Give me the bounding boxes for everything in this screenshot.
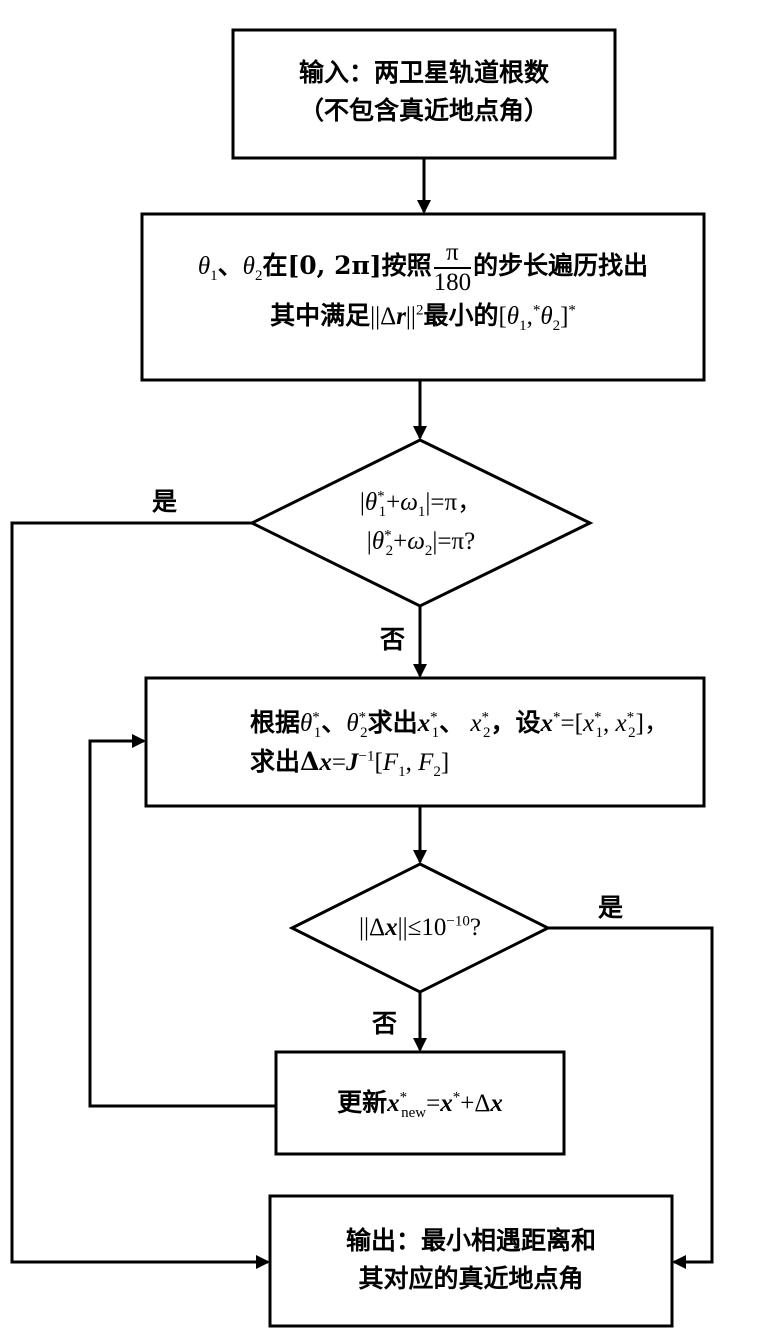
converge-exp: −10	[446, 913, 470, 930]
check-pi-text: |θ*1+ω1|=π， |θ*2+ω2|=π?	[252, 483, 590, 561]
start-text: 输入：两卫星轨道根数 （不包含真近地点角）	[233, 54, 615, 130]
compute-text: 根据θ*1、θ*2求出x*1、 x*2，设x*=[x*1, x*2]， 求出Δx…	[250, 704, 669, 782]
check-pi-rhs2: =π?	[437, 528, 476, 555]
converge-text: ||Δx||≤10−10?	[359, 913, 481, 941]
compute-line1: 根据θ*1、θ*2求出x*1、 x*2，设x*=[x*1, x*2]，	[250, 708, 669, 741]
output-text: 输出：最小相遇距离和 其对应的真近地点角	[270, 1222, 672, 1298]
update-pre: 更新	[337, 1088, 388, 1117]
compute-line2: 求出Δx=J−1[F1, F2]	[250, 747, 450, 780]
start-line1: 输入：两卫星轨道根数	[298, 58, 549, 87]
compute-line1-c: ，设	[490, 708, 541, 737]
search-pre: 在[0, 2π]按照	[262, 251, 432, 280]
output-line2: 其对应的真近地点角	[358, 1264, 584, 1293]
compute-line1-a: 根据	[250, 708, 301, 737]
update-text: 更新x*new=x*+Δx	[337, 1088, 503, 1121]
label-no-check: 否	[380, 625, 406, 654]
update-sub: new	[401, 1105, 427, 1121]
start-line2: （不包含真近地点角）	[298, 96, 549, 125]
update-box	[274, 1050, 566, 1156]
arrow-converge-yes	[548, 926, 714, 1269]
compute-line2-a: 求出Δ	[250, 747, 320, 776]
arrow-check-yes	[10, 521, 270, 1269]
check-pi-rhs1: =π，	[430, 489, 483, 516]
search-line2-mid: 最小的	[423, 301, 499, 330]
frac-numerator: π	[433, 239, 472, 269]
search-line2: 其中满足||Δr||2最小的[θ1,*θ2]*	[270, 301, 576, 334]
search-line2-pre: 其中满足	[270, 301, 371, 330]
search-box	[140, 212, 706, 382]
frac-denominator: 180	[433, 268, 472, 296]
converge-tail: ?	[469, 914, 481, 941]
label-yes-check: 是	[152, 487, 178, 516]
label-yes-converge: 是	[598, 893, 624, 922]
check-pi-line1: |θ*1+ω1|=π，	[359, 488, 483, 520]
label-no-converge: 否	[372, 1009, 398, 1038]
check-pi-line2: |θ*2+ω2|=π?	[366, 527, 476, 559]
compute-box	[144, 676, 706, 808]
output-line1: 输出：最小相遇距离和	[345, 1226, 596, 1255]
arrow-update-loop	[88, 734, 276, 1108]
converge-main: ≤10	[407, 914, 447, 941]
compute-line1-b: 求出	[367, 708, 418, 737]
search-post: 的步长遍历找出	[473, 251, 649, 280]
